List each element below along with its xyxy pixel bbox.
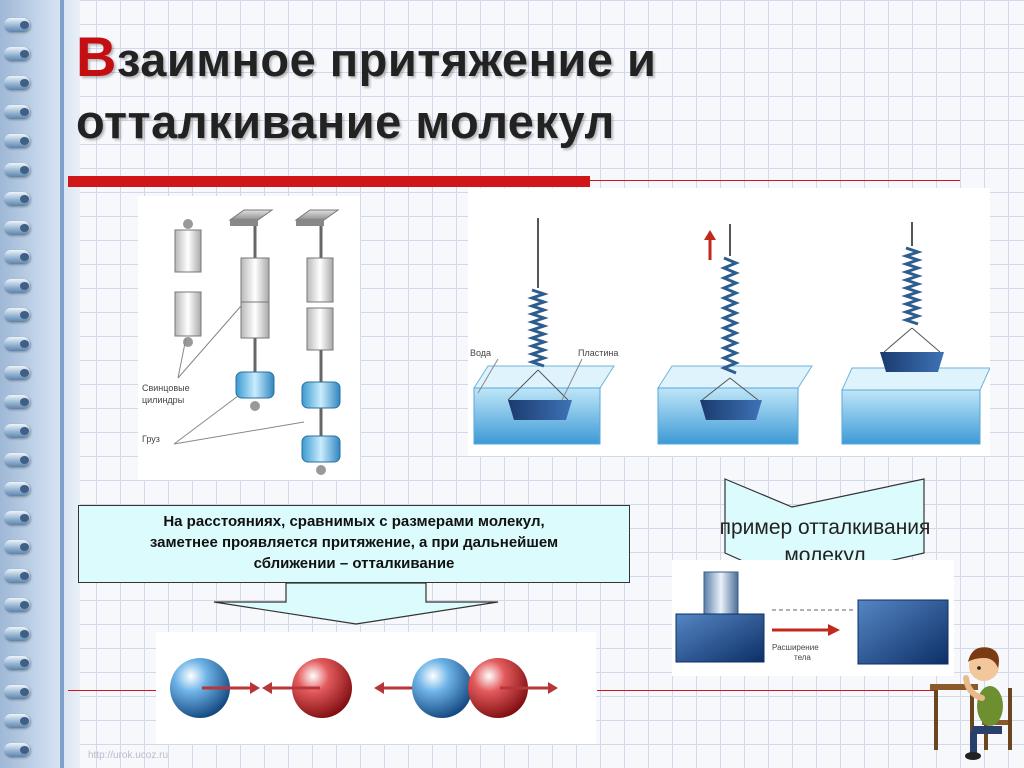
label-cylinders-2: цилиндры: [142, 395, 184, 405]
molecule-blue-1: [170, 658, 230, 718]
bottom-red-line-left: [68, 690, 156, 691]
cylinder-pair-joined-one-weight: [228, 209, 275, 411]
note-line-1: На расстояниях, сравнимых с размерами мо…: [163, 513, 545, 530]
binding-ring: [4, 685, 30, 699]
binding-ring: [4, 221, 30, 235]
binding-ring: [4, 308, 30, 322]
binding-ring: [4, 540, 30, 554]
setup-1-plate-on-water: [473, 218, 615, 445]
attraction-arrow-right-icon: [250, 682, 260, 694]
molecule-red-2: [468, 658, 528, 718]
binding-ring: [4, 192, 30, 206]
attraction-pair: [170, 658, 352, 718]
binding-ring: [4, 76, 30, 90]
example-label-line-1: пример отталкивания: [719, 516, 931, 539]
student-at-desk-illustration: [930, 647, 1012, 760]
binding-ring: [4, 714, 30, 728]
binding-ring: [4, 337, 30, 351]
binding-ring: [4, 250, 30, 264]
footer-url: http://urok.ucoz.ru: [88, 750, 169, 761]
binding-ring: [4, 453, 30, 467]
binding-margin-line: [60, 0, 64, 768]
label-water: Вода: [470, 348, 491, 358]
binding-ring: [4, 424, 30, 438]
molecules-diagram: [170, 658, 558, 718]
title-line-2: отталкивание молекул: [76, 95, 615, 148]
expansion-arrow-icon: [828, 624, 840, 636]
cylinder-pair-separate: [174, 219, 202, 347]
title-underline-bar: [68, 176, 590, 187]
expansion-label-1: Расширение: [772, 643, 819, 652]
repulsion-pair: [374, 658, 558, 718]
binding-ring: [4, 134, 30, 148]
thermal-expansion-diagram: Расширение тела: [675, 571, 949, 665]
binding-ring: [4, 279, 30, 293]
binding-ring: [4, 395, 30, 409]
binding-ring: [4, 656, 30, 670]
binding-ring: [4, 627, 30, 641]
binding-ring: [4, 18, 30, 32]
bottom-red-line-right: [597, 690, 937, 691]
title-underline-thin: [590, 180, 960, 181]
cylinder-pair-joined-two-weights: [294, 209, 341, 475]
lead-cylinders-diagram: Свинцовые цилиндры Груз: [142, 209, 341, 475]
slide-title: Взаимное притяжение и отталкивание молеку…: [76, 26, 656, 153]
binding-ring: [4, 511, 30, 525]
attraction-repulsion-note: На расстояниях, сравнимых с размерами мо…: [78, 505, 630, 583]
setup-2-spring-stretched: [657, 224, 813, 445]
binding-ring: [4, 598, 30, 612]
note-callout-arrow: [213, 582, 499, 625]
example-callout-shape: [724, 478, 925, 584]
label-weight: Груз: [142, 434, 160, 444]
label-cylinders-1: Свинцовые: [142, 383, 190, 393]
molecule-red-1: [292, 658, 352, 718]
note-line-2: заметнее проявляется притяжение, а при д…: [149, 534, 559, 551]
binding-ring: [4, 743, 30, 757]
attraction-arrow-left-icon: [262, 682, 272, 694]
binding-ring: [4, 366, 30, 380]
label-plate: Пластина: [578, 348, 618, 358]
binding-ring: [4, 163, 30, 177]
spring-water-diagram: Вода Пластина: [470, 218, 990, 445]
expansion-label-2: тела: [794, 653, 811, 662]
binding-ring: [4, 105, 30, 119]
binding-ring: [4, 47, 30, 61]
repulsion-arrow-left-icon: [374, 682, 384, 694]
block-before: [675, 613, 765, 663]
molecule-blue-2: [412, 658, 472, 718]
title-capital: В: [76, 25, 117, 88]
note-line-3: сближении – отталкивание: [253, 555, 455, 572]
pointer-lines: [173, 305, 305, 445]
binding-ring: [4, 482, 30, 496]
title-line-1: заимное притяжение и: [116, 33, 657, 86]
block-after: [857, 599, 949, 665]
setup-3-plate-lifted: [841, 222, 990, 445]
repulsion-arrow-right-icon: [548, 682, 558, 694]
binding-ring: [4, 569, 30, 583]
